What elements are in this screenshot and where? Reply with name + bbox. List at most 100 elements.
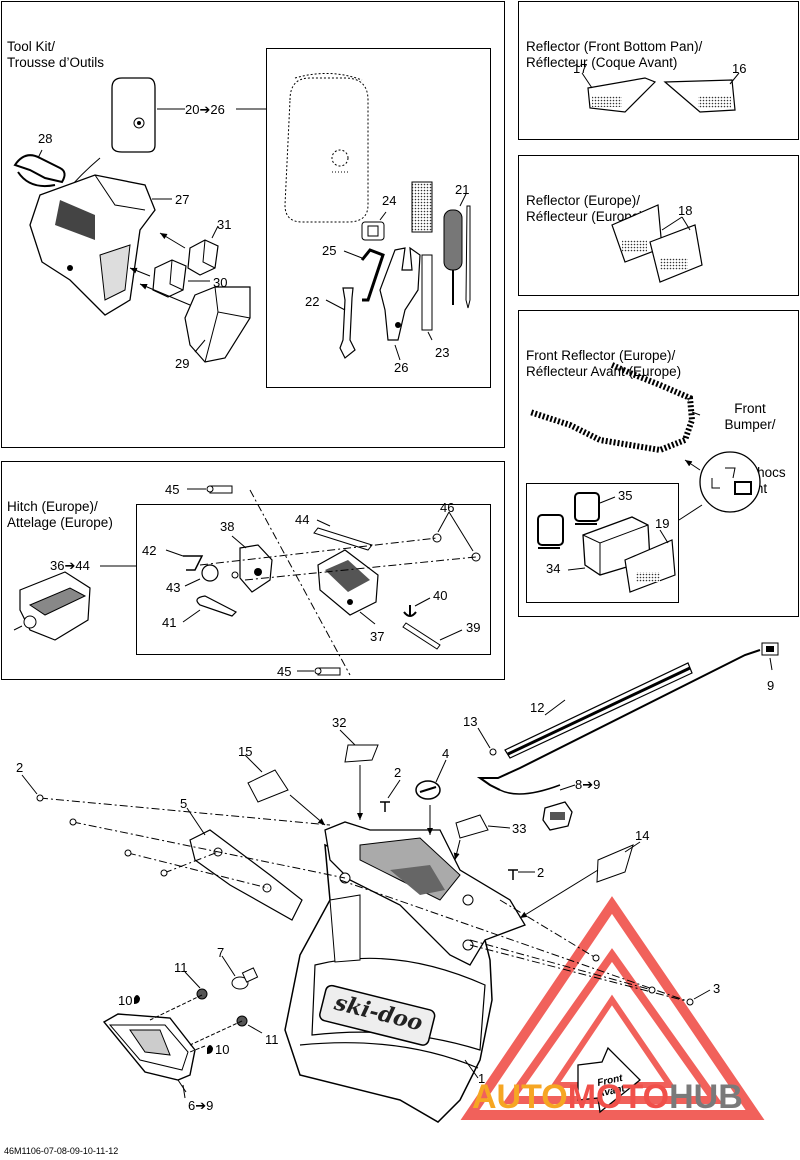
- foam-block-31-icon: [187, 239, 219, 276]
- hitch-panel: [1, 461, 505, 680]
- wire-harness-icon: [476, 642, 779, 795]
- callout-9: 9: [767, 678, 774, 693]
- hitch-subbox: [136, 504, 491, 655]
- callout-27: 27: [175, 192, 189, 207]
- callout-16: 16: [732, 61, 746, 76]
- side-panel-5-icon: [189, 829, 303, 921]
- callout-35: 35: [618, 488, 632, 503]
- screw-2-icon: [380, 801, 390, 812]
- decal-33-icon: [455, 814, 489, 839]
- hitch-title: Hitch (Europe)/Attelage (Europe): [7, 499, 113, 530]
- callout-17: 17: [573, 61, 587, 76]
- callout-14: 14: [635, 828, 649, 843]
- bolt-45-top-icon: [206, 485, 233, 494]
- callout-43: 43: [166, 580, 180, 595]
- callout-39: 39: [466, 620, 480, 635]
- callout-29: 29: [175, 356, 189, 371]
- cotter-pin-41-icon: [196, 595, 238, 617]
- hitch-assembly-icon: [13, 571, 91, 641]
- callout-33: 33: [512, 821, 526, 836]
- extension-21-icon: [411, 181, 433, 233]
- trim-strip-12-icon: [504, 662, 693, 759]
- callout-30: 30: [213, 275, 227, 290]
- callout-1: 1: [478, 1071, 485, 1086]
- reference-code: 46M1106-07-08-09-10-11-12: [4, 1146, 119, 1156]
- callout-8-9: 8➔9: [575, 777, 600, 792]
- reflector-europe-panel: [518, 155, 799, 296]
- front-bumper-icon: [529, 362, 696, 454]
- foam-block-29-icon: [184, 286, 251, 363]
- hitch-base-37-icon: [317, 549, 379, 616]
- callout-10-left: 10: [118, 993, 132, 1008]
- knob-43-icon: [201, 564, 239, 582]
- grommet-13-icon: [489, 748, 497, 756]
- callout-5: 5: [180, 796, 187, 811]
- callout-45-bottom: 45: [277, 664, 291, 679]
- callout-21: 21: [455, 182, 469, 197]
- hood-icon: [284, 821, 526, 1123]
- callout-20-26: 20➔26: [185, 102, 225, 117]
- callout-46: 46: [440, 500, 454, 515]
- allen-key-25-icon: [360, 248, 385, 302]
- callout-10-right: 10: [215, 1042, 229, 1057]
- front-reflector-panel: [518, 310, 799, 617]
- reflector-bottom-title: Reflector (Front Bottom Pan)/Réflecteur …: [526, 39, 703, 70]
- strap-icon: [13, 154, 66, 188]
- callout-42: 42: [142, 543, 156, 558]
- fastener-lines: [39, 797, 691, 1003]
- callout-25: 25: [322, 243, 336, 258]
- emblem-4-icon: [415, 780, 441, 800]
- callout-38: 38: [220, 519, 234, 534]
- callout-26: 26: [394, 360, 408, 375]
- callout-28: 28: [38, 131, 52, 146]
- callout-11-top: 11: [174, 960, 188, 975]
- spring-42-icon: [183, 555, 204, 571]
- callout-6-9: 6➔9: [188, 1098, 213, 1113]
- callout-36-44: 36➔44: [50, 558, 90, 573]
- detail-circle: [699, 451, 761, 513]
- nut-46-icon: [432, 533, 481, 562]
- callout-2-right: 2: [537, 865, 544, 880]
- multi-wrench-26-icon: [379, 246, 421, 341]
- decal-32-icon: [344, 744, 379, 763]
- plate-44-icon: [313, 527, 373, 551]
- tool-kit-panel: [1, 1, 505, 448]
- reflector-bottom-panel: [518, 1, 799, 140]
- callout-45-top: 45: [165, 482, 179, 497]
- callout-19: 19: [655, 516, 669, 531]
- reflector-19-icon: [624, 539, 676, 593]
- callout-37: 37: [370, 629, 384, 644]
- callout-12: 12: [530, 700, 544, 715]
- reflector-16-icon: [663, 79, 736, 113]
- callout-15: 15: [238, 744, 252, 759]
- anchor-40-icon: [403, 605, 417, 617]
- watermark-text: AUTOMOTOHUB: [472, 1078, 743, 1116]
- decal-14-icon: [596, 844, 634, 883]
- callout-3: 3: [713, 981, 720, 996]
- callout-13: 13: [463, 714, 477, 729]
- socket-tool-24-icon: [361, 221, 385, 241]
- callout-22: 22: [305, 294, 319, 309]
- pin-39-icon: [402, 622, 441, 650]
- tool-bag-dotted-icon: [284, 72, 369, 223]
- tool-kit-subbox: [266, 48, 491, 388]
- callout-7: 7: [217, 945, 224, 960]
- front-sticker-line1: Front: [596, 1073, 624, 1089]
- bracket-35-icon: [574, 492, 600, 525]
- front-reflector-subbox: [526, 483, 679, 603]
- screw-2b-icon: [508, 869, 518, 880]
- callout-31: 31: [217, 217, 231, 232]
- reflector-17-icon: [587, 77, 657, 113]
- decal-15-icon: [247, 769, 289, 803]
- front-reflector-title: Front Reflector (Europe)/Réflecteur Avan…: [526, 348, 682, 379]
- callout-23: 23: [435, 345, 449, 360]
- reflector-18-icon: [611, 204, 703, 283]
- reflector-europe-title: Reflector (Europe)/Réflecteur (Europe): [526, 193, 644, 224]
- bulb-7-icon: [231, 967, 259, 990]
- socket-8-icon: [542, 801, 573, 831]
- tool-pouch-icon: [111, 77, 156, 153]
- tool-kit-holder-icon: [29, 174, 156, 316]
- callout-2-mid: 2: [394, 765, 401, 780]
- spark-plug-wrench-23-icon: [421, 254, 433, 331]
